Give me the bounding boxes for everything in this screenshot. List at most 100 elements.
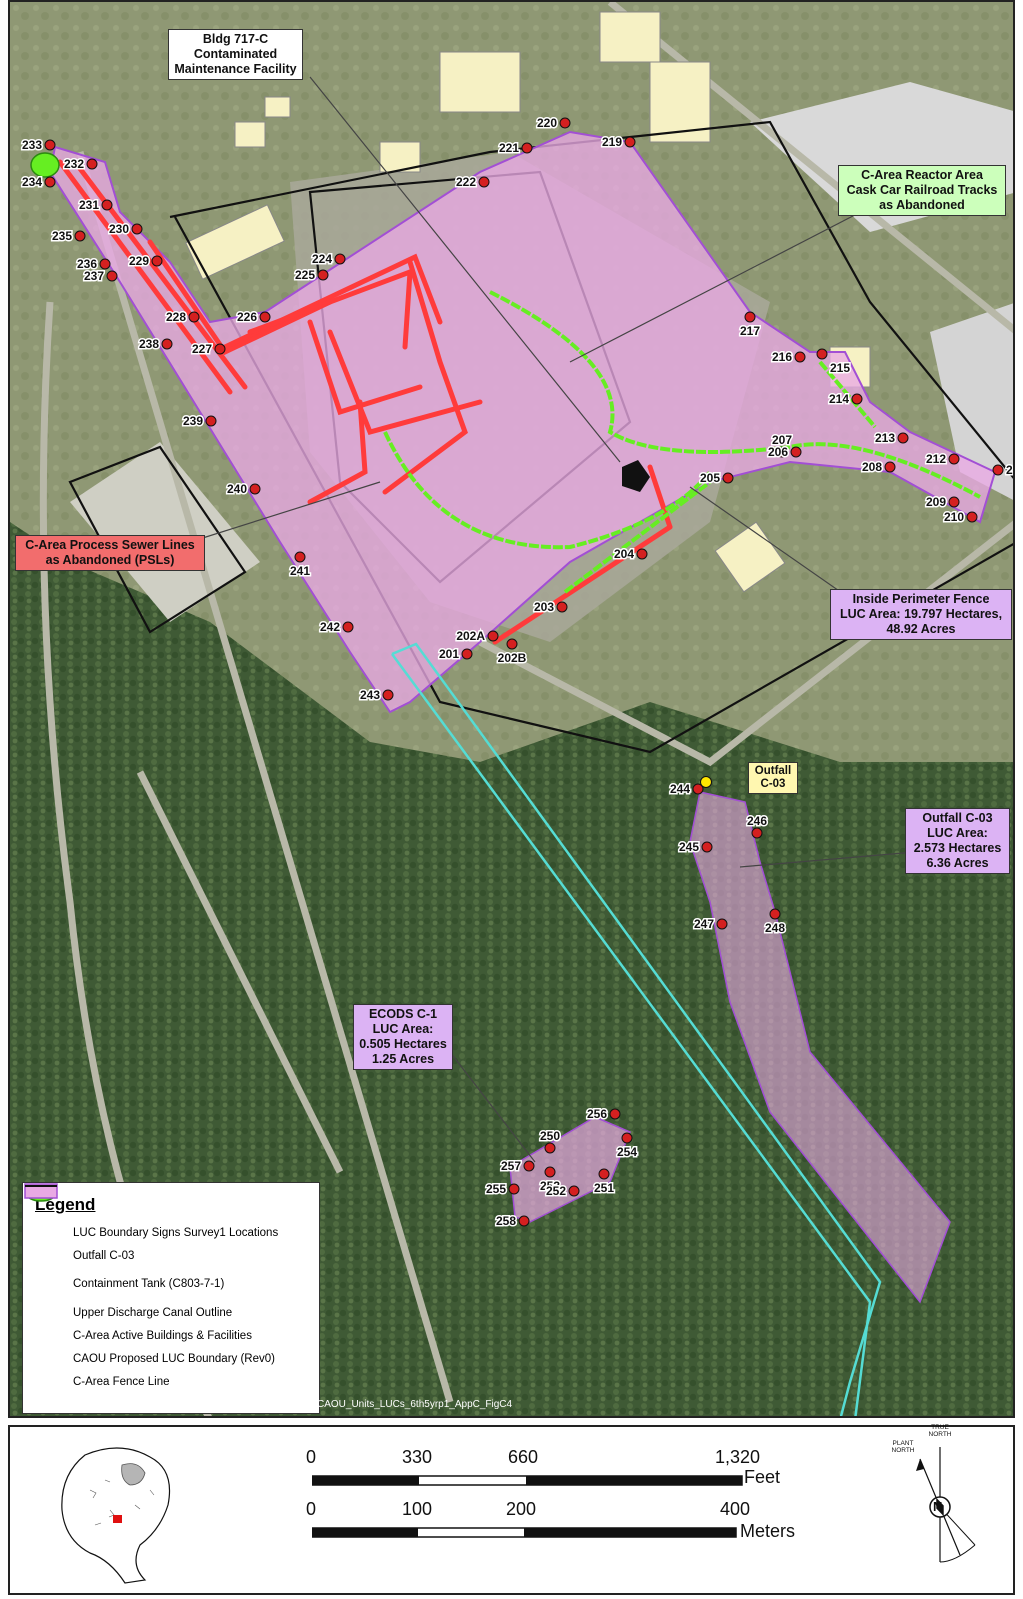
sign-point-246[interactable] [751,827,763,839]
sign-point-202a[interactable] [487,630,499,642]
sign-point-229[interactable] [151,255,163,267]
sign-point-234[interactable] [44,176,56,188]
sign-point-202b[interactable] [506,638,518,650]
sign-point-251[interactable] [598,1168,610,1180]
luc-boundary-ecods[interactable] [509,1116,631,1223]
sign-point-211[interactable] [992,464,1004,476]
legend-item-sign: LUC Boundary Signs Survey1 Locations [24,1184,319,1244]
sign-label-225: 225 [295,268,315,282]
callout-line: Bldg 717-C [202,32,269,46]
sign-label-235: 235 [52,229,72,243]
sign-label-237: 237 [84,269,104,283]
sign-label-215: 215 [830,361,850,375]
sign-point-227[interactable] [214,343,226,355]
sign-point-235[interactable] [74,230,86,242]
sign-point-219[interactable] [624,136,636,148]
sign-point-248[interactable] [769,908,781,920]
callout-sewer-lines: C-Area Process Sewer Lines as Abandoned … [15,535,205,571]
sign-point-244[interactable] [692,783,704,795]
sign-point-241[interactable] [294,551,306,563]
sign-label-231: 231 [79,198,99,212]
sign-point-210[interactable] [966,511,978,523]
sign-point-232[interactable] [86,158,98,170]
sign-point-230[interactable] [131,223,143,235]
sign-point-236[interactable] [99,258,111,270]
sign-point-220[interactable] [559,117,571,129]
sign-point-254[interactable] [621,1132,633,1144]
meter-label: 100 [402,1499,433,1519]
sign-label-253: 253 [540,1179,560,1193]
sign-point-250[interactable] [544,1142,556,1154]
callout-line: LUC Area: [927,826,988,840]
sign-point-212[interactable] [948,453,960,465]
north-arrow: TRUE NORTH PLANT NORTH N [880,1424,1000,1592]
sign-point-240[interactable] [249,483,261,495]
sign-label-230: 230 [109,222,129,236]
sign-point-213[interactable] [897,432,909,444]
sign-label-220: 220 [537,116,557,130]
sign-point-231[interactable] [101,199,113,211]
bldg-717c[interactable] [622,460,650,492]
sign-point-201[interactable] [461,648,473,660]
sign-point-239[interactable] [205,415,217,427]
legend-label: CAOU Proposed LUC Boundary (Rev0) [73,1352,275,1365]
sign-point-217[interactable] [744,311,756,323]
sign-point-205[interactable] [722,472,734,484]
sign-label-256: 256 [587,1107,607,1121]
sign-point-203[interactable] [556,601,568,613]
sign-point-216[interactable] [794,351,806,363]
sign-point-215[interactable] [816,348,828,360]
legend-label: Upper Discharge Canal Outline [73,1306,233,1319]
sign-label-233: 233 [22,138,42,152]
sign-label-245: 245 [679,840,699,854]
sign-point-237[interactable] [106,270,118,282]
sign-point-238[interactable] [161,338,173,350]
sign-point-255[interactable] [508,1183,520,1195]
sign-point-256[interactable] [609,1108,621,1120]
legend-item-luc: CAOU Proposed LUC Boundary (Rev0) [24,1183,319,1370]
sign-point-206[interactable] [790,446,802,458]
sign-point-258[interactable] [518,1215,530,1227]
sign-point-225[interactable] [317,269,329,281]
sign-point-208[interactable] [884,461,896,473]
callout-line: Outfall [754,765,792,777]
sign-point-252[interactable] [568,1185,580,1197]
sign-point-224[interactable] [334,253,346,265]
sign-point-207[interactable] [776,446,788,458]
sign-label-201: 201 [439,647,459,661]
sign-point-226[interactable] [259,311,271,323]
luc-boundary-outfall[interactable] [689,791,951,1304]
sign-label-202a: 202A [456,629,485,643]
sign-point-228[interactable] [188,311,200,323]
sign-label-202b: 202B [498,651,527,665]
sign-point-214[interactable] [851,393,863,405]
containment-tank[interactable] [30,152,60,178]
sign-point-243[interactable] [382,689,394,701]
sign-point-222[interactable] [478,176,490,188]
sign-point-247[interactable] [716,918,728,930]
north-letter: N [933,1499,943,1514]
sign-label-209: 209 [926,495,946,509]
legend-item-canal: Upper Discharge Canal Outline [25,1184,319,1324]
sign-point-233[interactable] [44,139,56,151]
sign-point-242[interactable] [342,621,354,633]
active-buildings [185,11,871,593]
legend: Legend LUC Boundary Signs Survey1 Locati… [22,1182,320,1414]
sign-label-255: 255 [486,1182,506,1196]
sign-label-241: 241 [290,564,310,578]
sign-point-245[interactable] [701,841,713,853]
leader-lines [189,76,916,1163]
sign-point-257[interactable] [523,1160,535,1172]
callout-ecods-luc: ECODS C-1 LUC Area: 0.505 Hectares 1.25 … [353,1004,453,1070]
callout-line: C-Area Process Sewer Lines [25,538,195,552]
sign-label-212: 212 [926,452,946,466]
sign-point-204[interactable] [636,548,648,560]
sign-point-221[interactable] [521,142,533,154]
callout-outfall-point: Outfall C-03 [748,762,798,794]
outfall-c03-point[interactable] [700,776,712,788]
compass-icon [916,1447,976,1563]
sign-label-221: 221 [499,141,519,155]
sign-point-253[interactable] [544,1166,556,1178]
sign-point-209[interactable] [948,496,960,508]
